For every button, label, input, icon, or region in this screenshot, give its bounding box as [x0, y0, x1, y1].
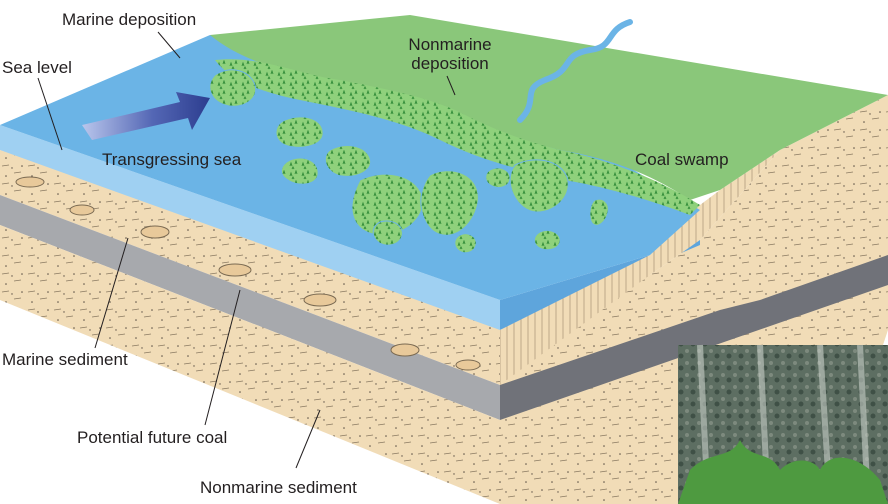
- coastal-wedge: [500, 150, 780, 385]
- label-marine-deposition: Marine deposition: [62, 10, 197, 29]
- transgression-arrow-icon: [82, 92, 210, 140]
- coal-layer-side: [500, 255, 888, 420]
- leader-lines: [37, 31, 456, 469]
- label-nonmarine-sediment: Nonmarine sediment: [200, 478, 357, 497]
- delta-islands: [209, 69, 609, 254]
- label-transgressing-sea: Transgressing sea: [102, 150, 242, 169]
- label-nonmarine-deposition: Nonmarine deposition: [390, 35, 510, 73]
- label-nonmarine-line1: Nonmarine: [408, 35, 492, 54]
- river: [517, 19, 633, 123]
- land-surface: [210, 15, 888, 200]
- label-nonmarine-line2: deposition: [411, 54, 489, 73]
- sea-front-face: [0, 125, 500, 330]
- label-sea-level: Sea level: [2, 58, 72, 77]
- label-coal-swamp: Coal swamp: [635, 150, 729, 169]
- coal-layer-front: [0, 195, 500, 420]
- label-potential-future-coal: Potential future coal: [77, 428, 228, 447]
- swamp-photo: [678, 344, 888, 504]
- vegetation-band: [215, 59, 700, 215]
- label-marine-sediment: Marine sediment: [2, 350, 128, 369]
- front-sediment-lower: [0, 225, 500, 504]
- sediment-lenses: [15, 176, 481, 371]
